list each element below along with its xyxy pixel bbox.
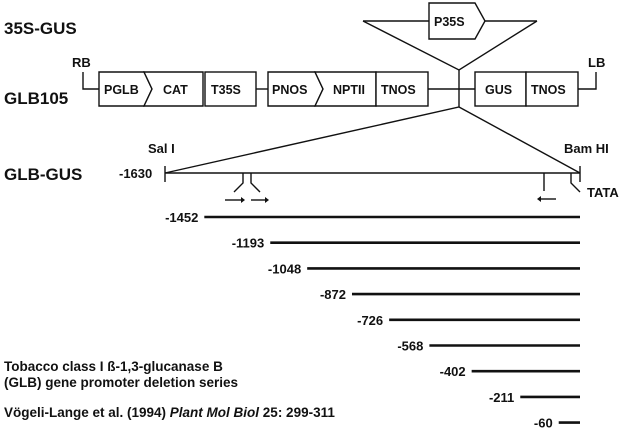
right-border-label: RB	[72, 55, 91, 70]
promoter-expansion-lines	[164, 106, 581, 174]
deletion-series: -1452 -1193-1048 -872 -726 -568 -402 -211 -60	[165, 210, 580, 431]
description-line-2: (GLB) gene promoter deletion series	[4, 375, 239, 390]
element-pglb: PGLB	[98, 71, 153, 107]
deletion-label: -1452	[165, 210, 198, 225]
deletion-label: -1193	[232, 236, 265, 251]
left-border-label: LB	[588, 55, 605, 70]
svg-text:PNOS: PNOS	[272, 83, 307, 97]
element-pnos: PNOS	[267, 71, 324, 107]
svg-text:TNOS: TNOS	[381, 83, 416, 97]
svg-text:NPTII: NPTII	[333, 83, 365, 97]
tata-box-mark	[570, 173, 581, 193]
figure-description: Tobacco class I ß-1,3-glucanase B (GLB) …	[4, 359, 238, 391]
svg-text:GUS: GUS	[485, 83, 512, 97]
deletion-label: -726	[357, 313, 383, 328]
element-mark	[233, 173, 244, 193]
construct-label-glb105: GLB105	[4, 89, 68, 108]
right-border-connector	[82, 72, 99, 90]
restriction-site-bam-hi: Bam HI	[564, 141, 609, 156]
construct-label-glb-gus: GLB-GUS	[4, 165, 82, 184]
citation-ref: 25: 299-311	[259, 405, 335, 420]
promoter-start-label: -1630	[119, 166, 152, 181]
reverse-arrow-icon	[537, 196, 556, 202]
element-t35s: T35S	[204, 71, 257, 107]
construct-label-35s-gus: 35S-GUS	[4, 19, 77, 38]
restriction-site-sal-i: Sal I	[148, 141, 175, 156]
forward-arrow-icon	[225, 197, 245, 203]
p35s-insert-triangle	[362, 20, 538, 71]
deletion-label: -872	[320, 287, 346, 302]
element-nptii: NPTII	[313, 71, 377, 107]
svg-text:CAT: CAT	[163, 83, 188, 97]
element-tnos: TNOS	[375, 71, 429, 107]
citation-authors: Vögeli-Lange et al. (1994)	[4, 405, 170, 420]
deletion-label: -568	[397, 339, 423, 354]
element-mark	[250, 173, 261, 193]
deletion-label: -211	[489, 390, 514, 405]
description-line-1: Tobacco class I ß-1,3-glucanase B	[4, 359, 223, 374]
deletion-label: -1048	[268, 261, 301, 276]
deletion-label: -402	[440, 364, 466, 379]
element-gus: GUS	[474, 71, 527, 107]
deletion-label: -60	[534, 416, 553, 431]
citation-journal: Plant Mol Biol	[169, 405, 260, 420]
forward-arrow-icon	[251, 197, 269, 203]
svg-text:TNOS: TNOS	[531, 83, 566, 97]
left-border-connector	[578, 72, 597, 90]
element-cat: CAT	[142, 71, 204, 107]
svg-text:T35S: T35S	[211, 83, 241, 97]
element-tnos-2: TNOS	[525, 71, 579, 107]
element-p35s: P35S	[428, 2, 486, 40]
svg-text:P35S: P35S	[434, 15, 465, 29]
tata-label: TATA	[587, 185, 619, 200]
svg-text:PGLB: PGLB	[104, 83, 139, 97]
citation: Vögeli-Lange et al. (1994) Plant Mol Bio…	[4, 405, 335, 421]
